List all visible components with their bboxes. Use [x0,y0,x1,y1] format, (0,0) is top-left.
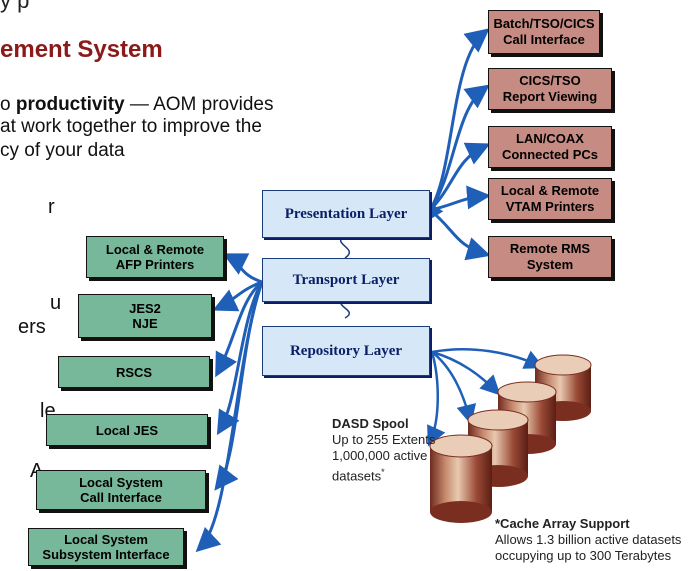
intro-line-2: at work together to improve the [0,116,262,137]
left-arrows [195,253,264,553]
page-title: ement System [0,36,163,63]
repo-arrows [427,348,545,447]
right-box-batch-call-interface: Batch/TSO/CICS Call Interface [488,10,600,54]
cache-line-2: occupying up to 300 Terabytes [495,548,672,563]
left-box-local-system-subsystem-interface: Local System Subsystem Interface [28,528,184,566]
right-box-remote-rms: Remote RMS System [488,236,612,278]
right-box-label: Batch/TSO/CICS Call Interface [493,16,595,47]
intro-line-3: cy of your data [0,140,125,161]
dasd-cylinder-4 [429,434,493,523]
right-box-report-viewing: CICS/TSO Report Viewing [488,68,612,110]
dasd-line-3-wrap: datasets* [332,464,435,484]
dasd-note-mark: * [381,467,385,477]
right-arrows [420,28,491,261]
dasd-title: DASD Spool [332,416,409,431]
right-box-connected-pcs: LAN/COAX Connected PCs [488,126,612,168]
cache-array-text: *Cache Array Support Allows 1.3 billion … [495,516,681,564]
transport-layer: Transport Layer [262,258,430,302]
left-fragment-3: ers [18,316,46,338]
intro-rest: — AOM provides [124,94,274,115]
intro-line-1: o productivity — AOM provides [0,94,273,116]
intro-prefix: o [0,94,16,115]
left-box-jes2-nje: JES2 NJE [78,294,212,338]
dasd-line-2: 1,000,000 active [332,448,428,463]
left-box-label: JES2 NJE [129,301,161,331]
left-box-local-jes: Local JES [46,414,208,446]
dasd-line-1: Up to 255 Extents [332,432,436,447]
left-box-rscs: RSCS [58,356,210,388]
intro-bold: productivity [15,94,125,115]
left-box-label: Local JES [95,422,159,438]
left-box-afp-printers: Local & Remote AFP Printers [86,236,224,278]
presentation-layer: Presentation Layer [262,190,430,238]
right-box-label: Remote RMS System [509,241,591,272]
right-box-label: CICS/TSO Report Viewing [502,73,598,104]
right-box-label: LAN/COAX Connected PCs [501,131,599,162]
left-fragment-1: r [48,196,55,218]
dasd-line-3: datasets [332,468,382,484]
left-box-label: RSCS [115,364,153,380]
left-box-local-system-call-interface: Local System Call Interface [36,470,206,510]
left-box-label: Local System Call Interface [79,475,163,505]
cache-line-1: Allows 1.3 billion active datasets [495,532,682,547]
left-fragment-2: u [50,292,62,314]
cache-title: *Cache Array Support [495,516,630,531]
right-box-label: Local & Remote VTAM Printers [500,183,600,214]
dasd-spool-text: DASD Spool Up to 255 Extents 1,000,000 a… [332,416,435,484]
repository-layer: Repository Layer [262,326,430,376]
left-box-label: Local & Remote AFP Printers [105,242,205,272]
left-box-label: Local System Subsystem Interface [42,532,170,562]
top-cut-text: y p [0,0,30,13]
right-box-vtam-printers: Local & Remote VTAM Printers [488,178,612,220]
